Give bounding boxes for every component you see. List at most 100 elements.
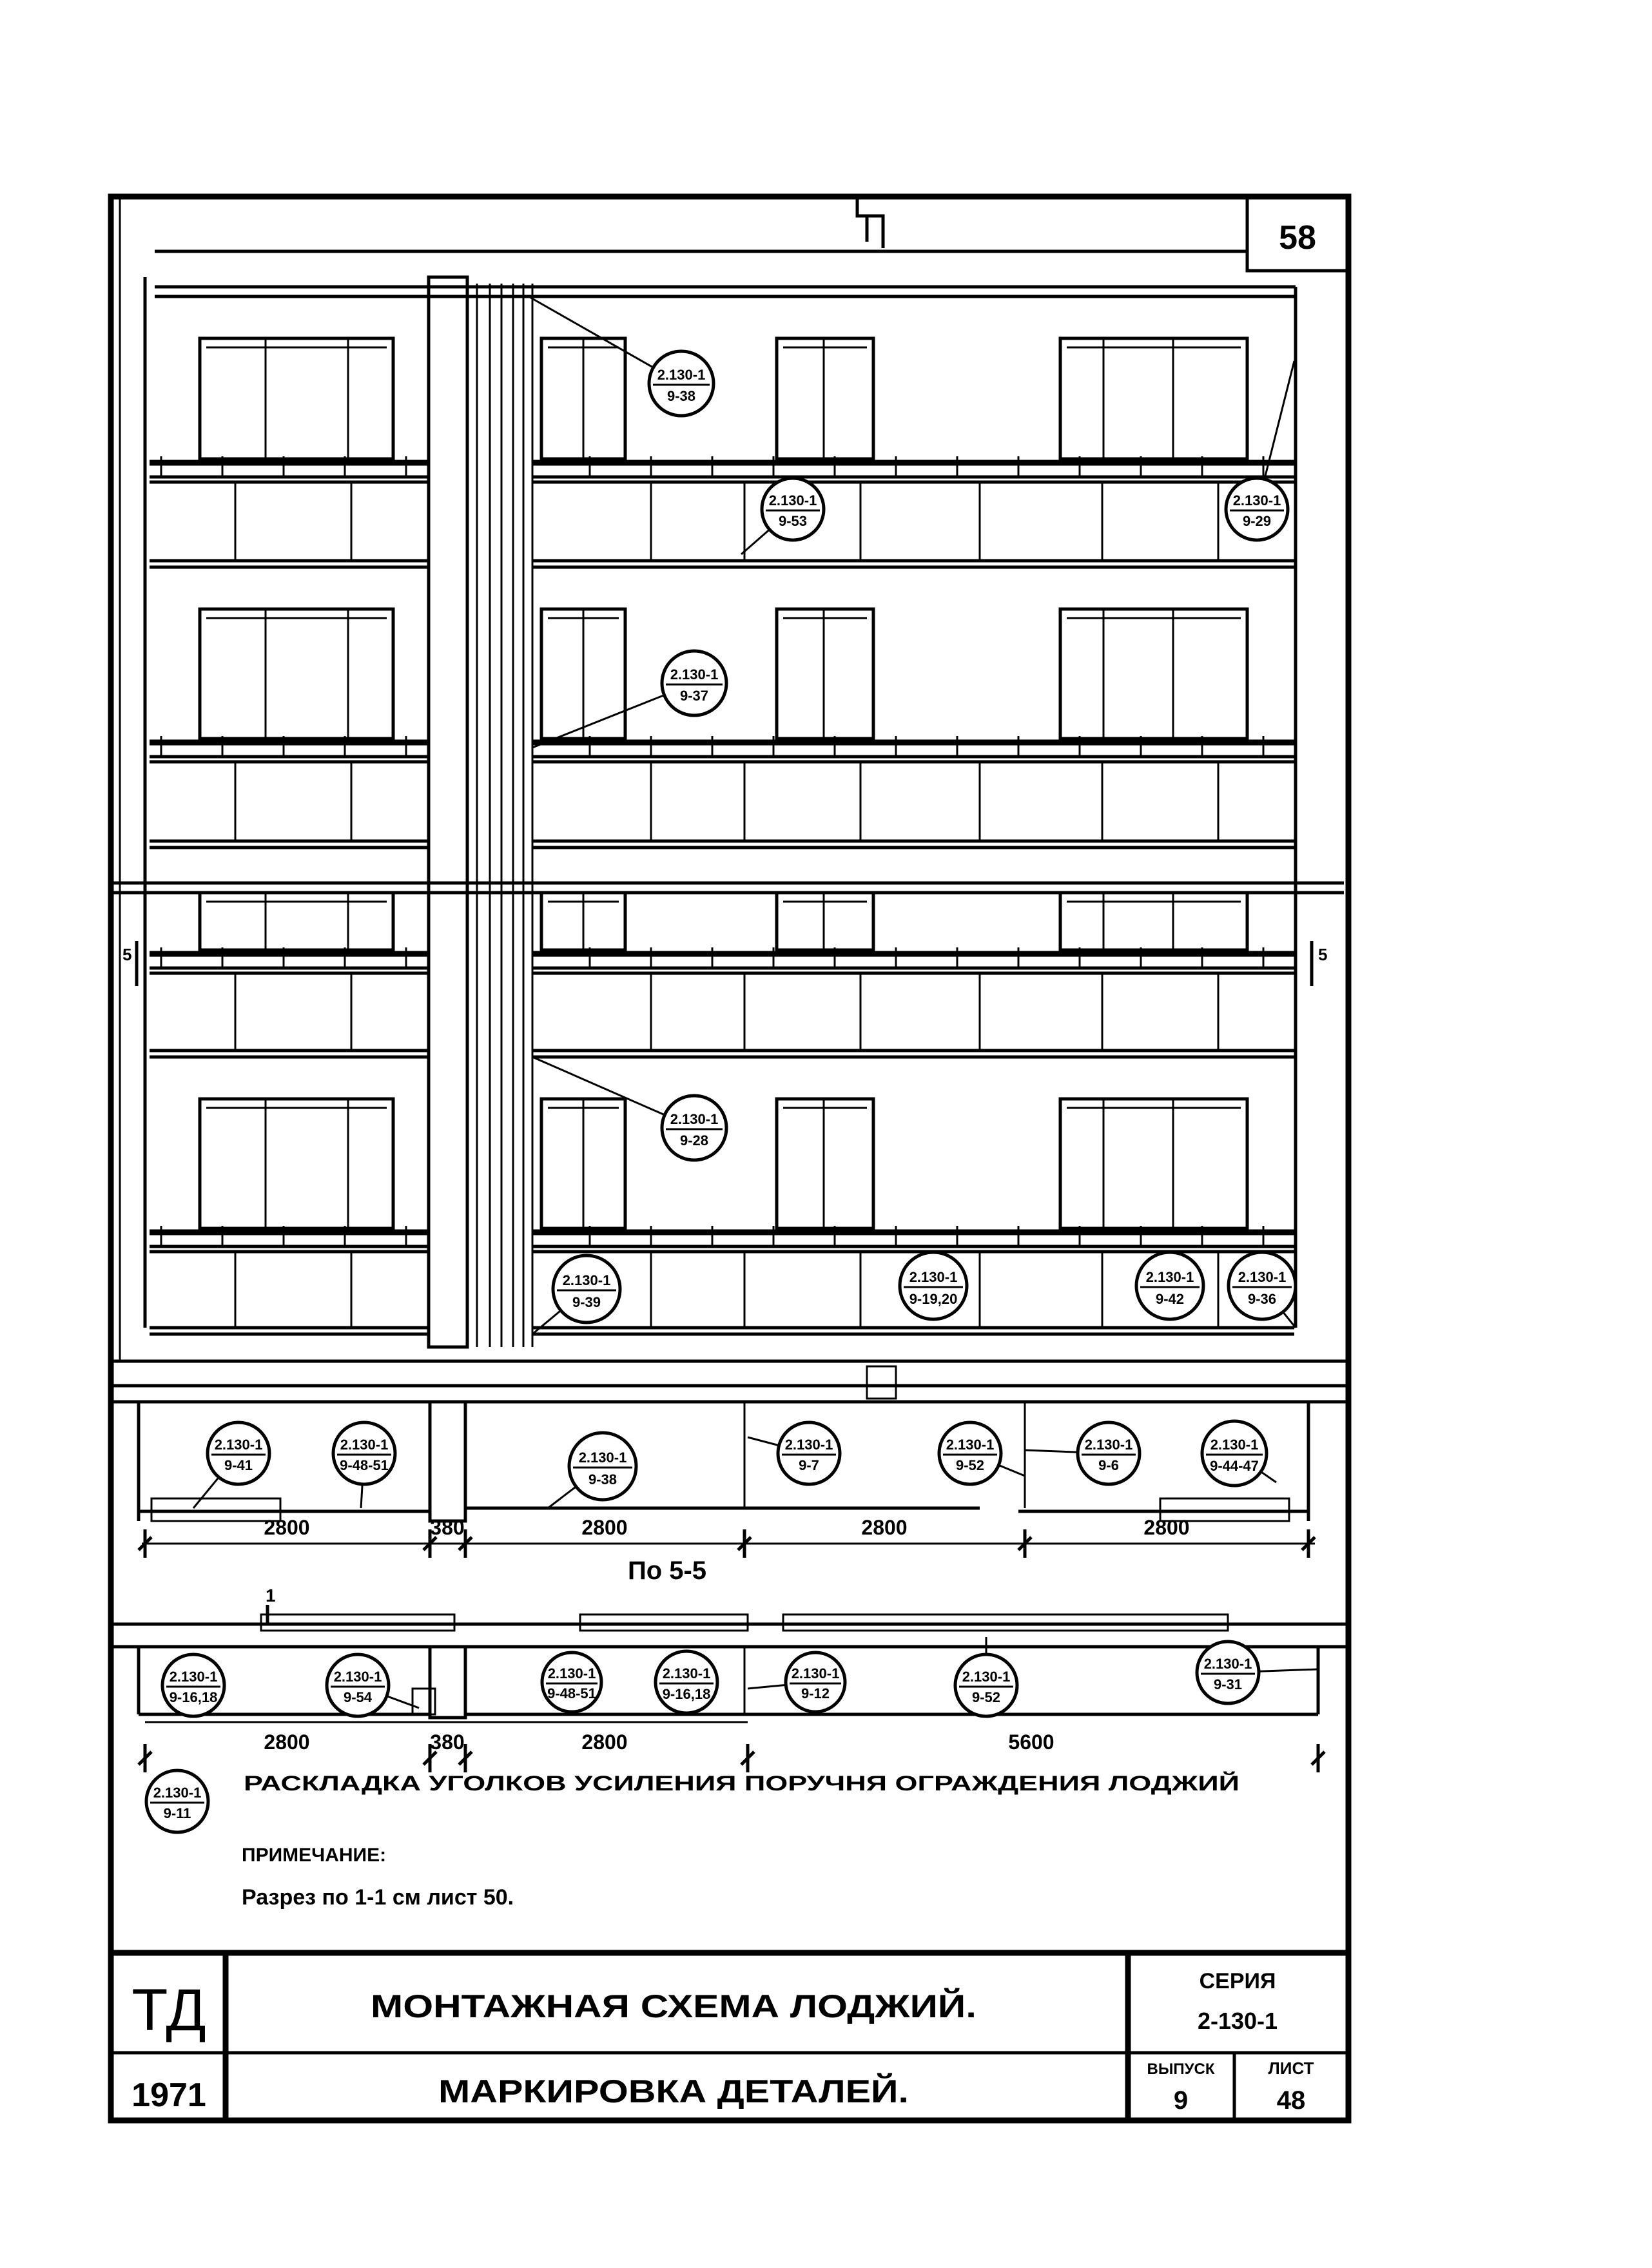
detail-marker: 2.130-1 9-16,18 (160, 1653, 226, 1718)
detail-marker: 2.130-1 9-19,20 (898, 1250, 969, 1321)
dimension-label: 5600 (1008, 1730, 1054, 1754)
marker-series: 2.130-1 (153, 1785, 202, 1801)
detail-marker: 2.130-1 9-52 (937, 1420, 1025, 1486)
detail-marker: 2.130-1 9-44-47 (1200, 1419, 1277, 1488)
detail-marker: 2.130-1 9-39 (532, 1254, 622, 1335)
dimension-label: 2800 (264, 1730, 309, 1754)
marker-code: 9-16,18 (170, 1689, 218, 1705)
title-line1: МОНТАЖНАЯ СХЕМА ЛОДЖИЙ. (371, 1988, 977, 2024)
marker-series: 2.130-1 (215, 1437, 263, 1453)
detail-marker: 2.130-1 9-6 (1024, 1420, 1142, 1486)
marker-series: 2.130-1 (1238, 1269, 1287, 1285)
detail-marker: 2.130-1 9-38 (547, 1431, 638, 1509)
facade-floor (150, 336, 1294, 569)
marker-code: 9-12 (801, 1685, 830, 1701)
marker-series: 2.130-1 (769, 492, 817, 509)
detail-marker: 2.130-1 9-41 (192, 1420, 271, 1509)
marker-code: 9-19,20 (909, 1291, 958, 1307)
issue-value: 9 (1174, 2086, 1188, 2115)
detail-marker: 2.130-1 9-54 (325, 1653, 420, 1718)
marker-code: 9-7 (799, 1457, 819, 1473)
marker-series: 2.130-1 (657, 367, 706, 383)
detail-marker: 2.130-1 9-38 (528, 295, 715, 418)
detail-marker: 2.130-1 9-37 (532, 649, 728, 749)
marker-code: 9-39 (572, 1294, 601, 1310)
note: ПРИМЕЧАНИЕ: Разрез по 1-1 см лист 50. (242, 1845, 514, 1910)
marker-code: 9-38 (588, 1471, 617, 1488)
marker-code: 9-48-51 (340, 1457, 389, 1473)
detail-marker: 2.130-1 9-16,18 (654, 1649, 719, 1715)
legend-text: РАСКЛАДКА УГОЛКОВ УСИЛЕНИЯ ПОРУЧНЯ ОГРАЖ… (244, 1772, 1239, 1795)
marker-code: 9-53 (779, 513, 807, 529)
detail-marker: 2.130-1 9-29 (1224, 360, 1296, 542)
detail-marker: 2.130-19-12 (747, 1651, 847, 1714)
detail-marker: 2.130-1 9-48-51 (331, 1420, 397, 1509)
marker-series: 2.130-1 (1146, 1269, 1194, 1285)
sheet-corner-number: 58 (1279, 219, 1316, 257)
marker-series: 2.130-1 (548, 1665, 596, 1682)
sheet-label: ЛИСТ (1268, 2059, 1314, 2078)
marker-series: 2.130-1 (334, 1669, 382, 1685)
detail-marker: 2.130-1 9-48-51 (540, 1651, 603, 1714)
series-value: 2-130-1 (1198, 2008, 1278, 2034)
marker-code: 9-54 (344, 1689, 373, 1705)
note-text: Разрез по 1-1 см лист 50. (242, 1885, 514, 1910)
plan-lower: 1 2800 380 2800 5600 (111, 1585, 1348, 1772)
facade-floor (150, 607, 1294, 849)
marker-code: 9-6 (1098, 1457, 1119, 1473)
year: 1971 (131, 2077, 206, 2114)
marker-series: 2.130-1 (1204, 1656, 1252, 1672)
plan-section-5-5: 2800 380 2800 2800 2800 По 5-5 (111, 1359, 1348, 1585)
marker-series: 2.130-1 (1233, 492, 1281, 509)
title-block: ТД 1971 МОНТАЖНАЯ СХЕМА ЛОДЖИЙ. МАРКИРОВ… (111, 1950, 1348, 2120)
marker-series: 2.130-1 (563, 1272, 611, 1288)
dimension-label: 2800 (1143, 1516, 1189, 1539)
marker-series: 2.130-1 (962, 1669, 1011, 1685)
marker-series: 2.130-1 (909, 1269, 958, 1285)
section-mark-right: 5 (1318, 945, 1327, 964)
detail-marker: 2.130-1 9-31 (1195, 1640, 1319, 1705)
detail-marker: 2.130-19-36 (1227, 1250, 1297, 1328)
detail-marker: 2.130-1 9-53 (741, 476, 826, 556)
marker-code: 9-31 (1214, 1676, 1242, 1692)
dimension-label: 380 (430, 1516, 464, 1539)
dimension-label: 2800 (861, 1516, 907, 1539)
marker-code: 9-41 (224, 1457, 253, 1473)
marker-series: 2.130-1 (1085, 1437, 1133, 1453)
marker-series: 2.130-1 (663, 1665, 711, 1682)
issue-label: ВЫПУСК (1147, 2060, 1215, 2078)
plan2-section-mark: 1 (266, 1585, 276, 1605)
detail-marker: 2.130-19-11 (144, 1769, 210, 1834)
marker-code: 9-37 (680, 688, 708, 704)
marker-code: 9-44-47 (1210, 1458, 1259, 1474)
title-line2: МАРКИРОВКА ДЕТАЛЕЙ. (438, 2073, 909, 2109)
sheet-value: 48 (1277, 2086, 1306, 2115)
marker-series: 2.130-1 (670, 666, 719, 683)
dimension-label: 2800 (264, 1516, 309, 1539)
marker-series: 2.130-1 (170, 1669, 218, 1685)
facade-elevation: 5 5 (113, 249, 1344, 1349)
marker-series: 2.130-1 (946, 1437, 995, 1453)
marker-series: 2.130-1 (340, 1437, 389, 1453)
facade-floor (150, 891, 1294, 1059)
marker-code: 9-29 (1243, 513, 1271, 529)
section-mark-left: 5 (122, 945, 131, 964)
marker-code: 9-28 (680, 1132, 708, 1149)
detail-marker: 2.130-19-42 (1134, 1250, 1205, 1321)
dimension-label: 2800 (581, 1516, 627, 1539)
plan1-caption: По 5-5 (628, 1556, 706, 1585)
marker-series: 2.130-1 (785, 1437, 833, 1453)
dimension-label: 380 (430, 1730, 464, 1754)
marker-series: 2.130-1 (579, 1449, 627, 1466)
legend: РАСКЛАДКА УГОЛКОВ УСИЛЕНИЯ ПОРУЧНЯ ОГРАЖ… (244, 1772, 1239, 1795)
marker-code: 9-38 (667, 388, 695, 404)
marker-series: 2.130-1 (1210, 1437, 1259, 1453)
series-label: СЕРИЯ (1200, 1969, 1276, 1993)
marker-code: 9-52 (956, 1457, 984, 1473)
marker-code: 9-16,18 (663, 1686, 711, 1702)
dimension-label: 2800 (581, 1730, 627, 1754)
marker-code: 9-48-51 (547, 1685, 596, 1701)
sheet-frame: 58 (108, 193, 1352, 2124)
detail-marker: 2.130-1 9-52 (953, 1637, 1019, 1718)
marker-code: 9-52 (972, 1689, 1000, 1705)
